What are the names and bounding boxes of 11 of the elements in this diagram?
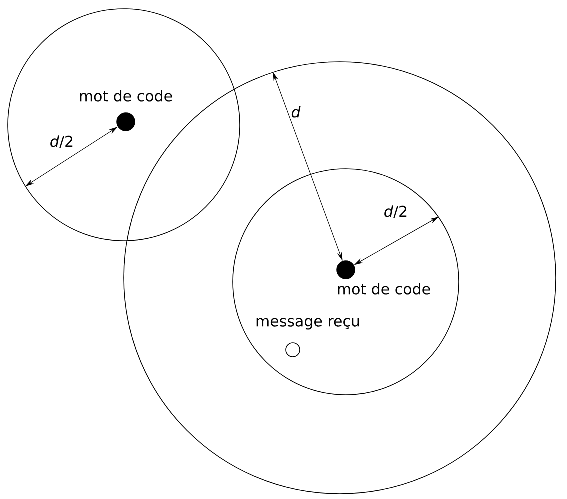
- node-caption: mot de code: [336, 282, 432, 296]
- edge-label: d/2: [382, 204, 410, 220]
- received-point: [286, 342, 300, 358]
- edge-label: d/2: [48, 134, 76, 150]
- circle: [232, 168, 460, 396]
- codeword-dot: [116, 112, 136, 132]
- node-caption: message reçu: [254, 317, 362, 331]
- node-caption: mot de code: [78, 89, 174, 103]
- edge-label: d: [290, 105, 302, 119]
- codeword-dot: [336, 260, 356, 280]
- circle: [8, 8, 240, 242]
